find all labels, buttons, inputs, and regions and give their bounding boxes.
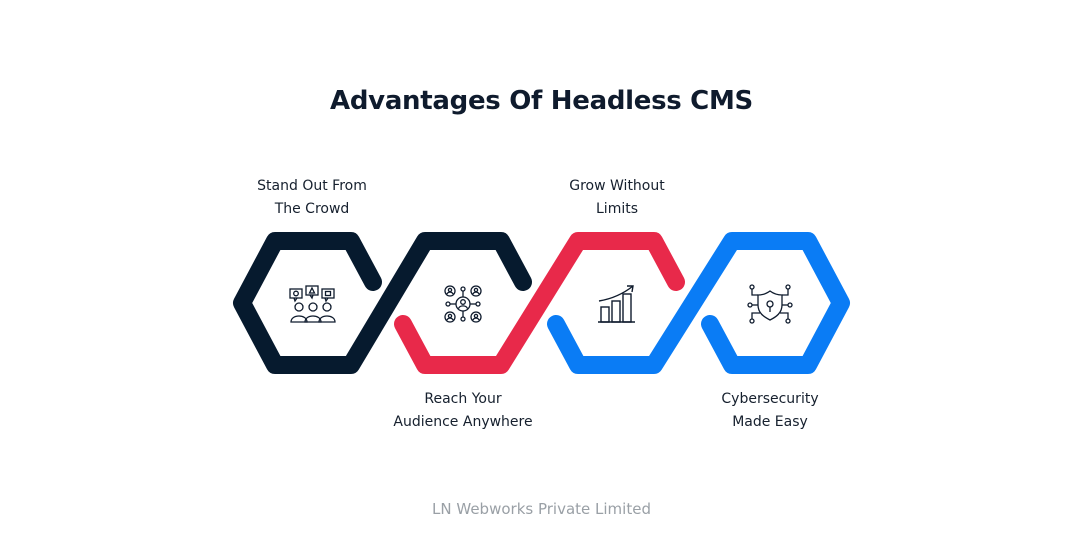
step-label-line: Audience Anywhere xyxy=(393,414,533,430)
step-label-stand-out: Stand Out From The Crowd xyxy=(212,175,412,221)
step-label-line: Limits xyxy=(596,201,638,217)
network-people-icon xyxy=(444,285,482,323)
step-label-line: Cybersecurity xyxy=(721,391,819,407)
audience-discussion-icon xyxy=(289,285,336,323)
step-label-line: Reach Your xyxy=(424,391,502,407)
step-label-line: Grow Without xyxy=(569,178,665,194)
security-shield-icon xyxy=(747,284,793,324)
step-label-cybersecurity: Cybersecurity Made Easy xyxy=(670,388,870,434)
dark-hex-path xyxy=(233,232,532,374)
red-hex-path xyxy=(394,232,685,374)
step-label-line: The Crowd xyxy=(274,201,350,217)
step-label-reach-audience: Reach Your Audience Anywhere xyxy=(363,388,563,434)
step-label-grow: Grow Without Limits xyxy=(517,175,717,221)
step-label-line: Made Easy xyxy=(732,414,808,430)
step-label-line: Stand Out From xyxy=(257,178,367,194)
company-footer: LN Webworks Private Limited xyxy=(432,500,651,518)
growth-chart-icon xyxy=(598,285,635,323)
page-title: Advantages Of Headless CMS xyxy=(330,86,753,116)
blue-hex-path xyxy=(547,232,850,374)
